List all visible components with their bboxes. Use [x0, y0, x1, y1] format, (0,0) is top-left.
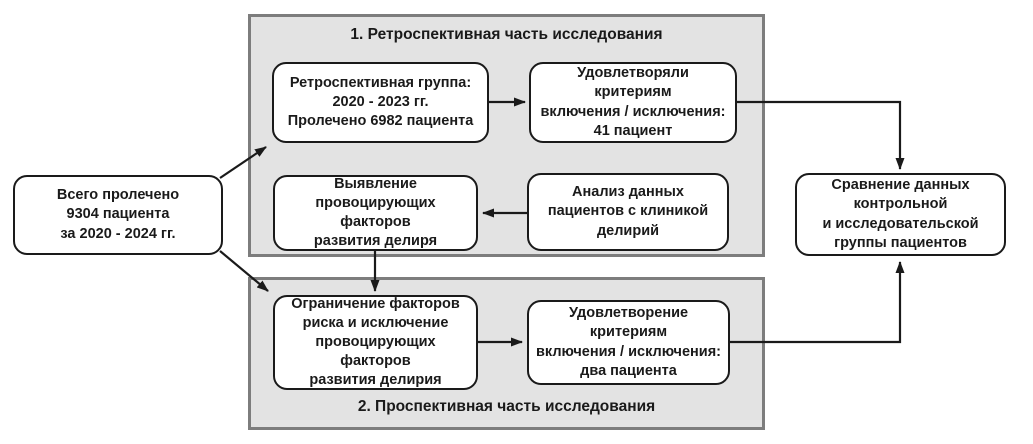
node-retro-inclusion-criteria: Удовлетворяли критериям включения / искл…: [529, 62, 737, 143]
node-group-comparison: Сравнение данных контрольной и исследова…: [795, 173, 1006, 256]
node-data-analysis: Анализ данных пациентов с клиникой делир…: [527, 173, 729, 251]
node-risk-limitation: Ограничение факторов риска и исключение …: [273, 295, 478, 390]
node-prospective-inclusion-criteria: Удовлетворение критериям включения / иск…: [527, 300, 730, 385]
node-retrospective-group: Ретроспективная группа: 2020 - 2023 гг. …: [272, 62, 489, 143]
section-retrospective-title: 1. Ретроспективная часть исследования: [350, 26, 663, 43]
section-prospective-title: 2. Проспективная часть исследования: [357, 398, 656, 416]
node-total-treated: Всего пролечено 9304 пациента за 2020 - …: [13, 175, 223, 255]
node-factor-identification: Выявление провоцирующих факторов развити…: [273, 175, 478, 251]
